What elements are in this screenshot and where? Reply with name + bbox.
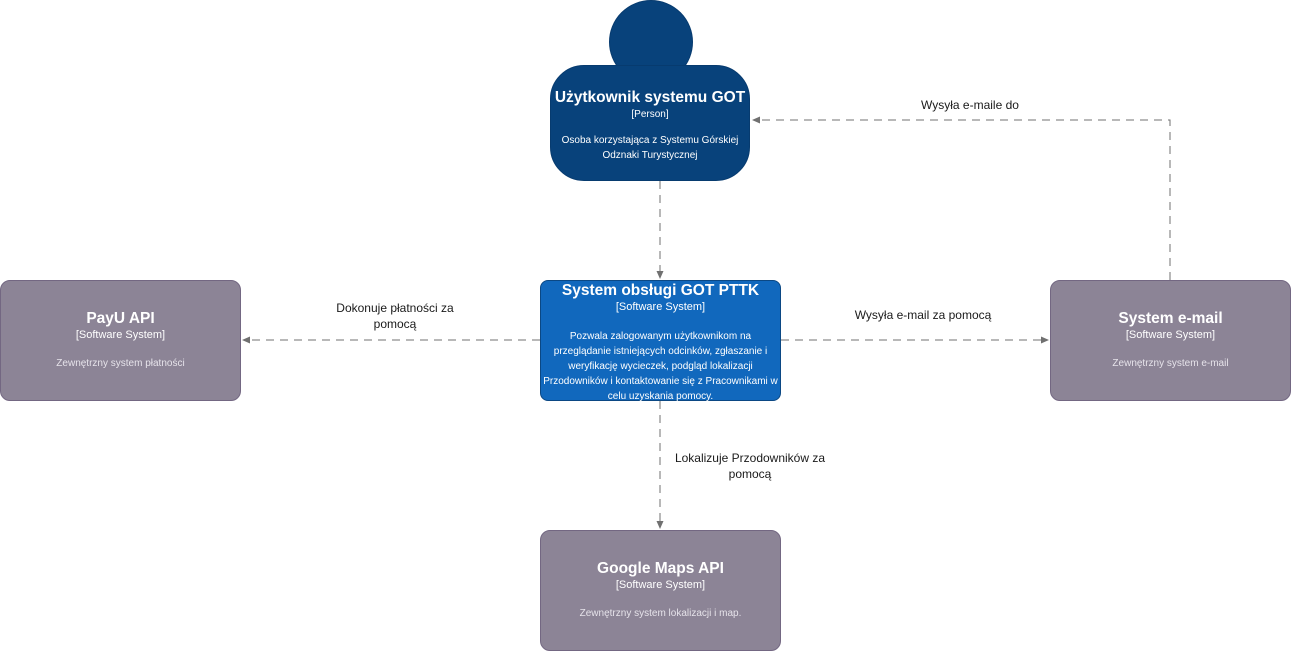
system-description: Pozwala zalogowanym użytkownikom na prze…: [543, 331, 778, 402]
system-google-maps-api[interactable]: Google Maps API [Software System] Zewnęt…: [540, 530, 781, 651]
edge-label-locate: Lokalizuje Przodowników za pomocą: [667, 450, 833, 482]
email-name: System e-mail: [1118, 310, 1223, 327]
system-type: [Software System]: [615, 301, 706, 313]
maps-name: Google Maps API: [597, 560, 724, 577]
edge-label-payments: Dokonuje płatności za pomocą: [322, 300, 468, 332]
payu-name: PayU API: [86, 310, 155, 327]
system-payu-api[interactable]: PayU API [Software System] Zewnętrzny sy…: [0, 280, 241, 401]
payu-description: Zewnętrzny system płatności: [56, 358, 185, 369]
email-type: [Software System]: [1125, 329, 1216, 341]
payu-type: [Software System]: [75, 329, 166, 341]
edge-label-sends-emails-to: Wysyła e-maile do: [913, 97, 1027, 113]
maps-type: [Software System]: [615, 579, 706, 591]
system-name: System obsługi GOT PTTK: [561, 282, 760, 299]
system-email[interactable]: System e-mail [Software System] Zewnętrz…: [1050, 280, 1291, 401]
person-name: Użytkownik systemu GOT: [554, 89, 746, 106]
email-description: Zewnętrzny system e-mail: [1112, 358, 1229, 369]
person-type: [Person]: [631, 109, 669, 120]
maps-description: Zewnętrzny system lokalizacji i map.: [579, 608, 742, 619]
person-description: Osoba korzystająca z Systemu Górskiej Od…: [561, 135, 739, 161]
system-got-pttk[interactable]: System obsługi GOT PTTK [Software System…: [540, 280, 781, 402]
edge-email-to-person: [752, 116, 1171, 280]
edge-label-send-email: Wysyła e-mail za pomocą: [845, 307, 1001, 323]
person-user-got[interactable]: Użytkownik systemu GOT [Person] Osoba ko…: [550, 65, 750, 181]
